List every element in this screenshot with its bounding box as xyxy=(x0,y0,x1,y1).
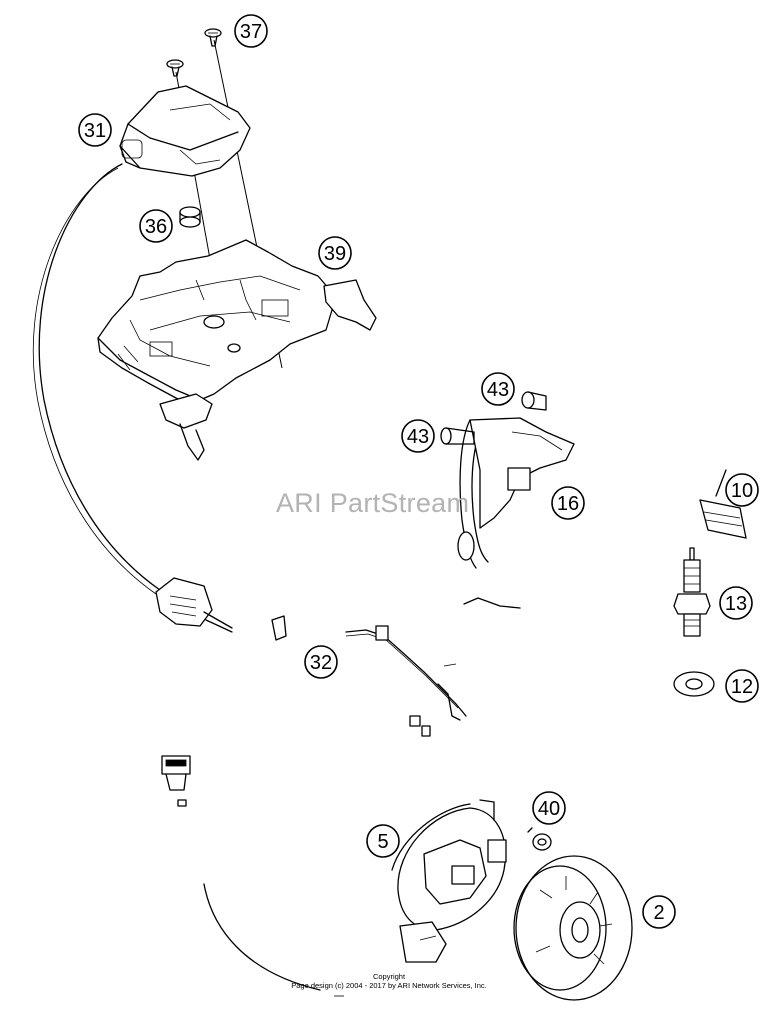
flywheel-part xyxy=(513,855,633,1001)
callout-40[interactable]: 40 xyxy=(532,791,566,825)
connector-part xyxy=(155,577,233,633)
clip-part xyxy=(271,615,287,641)
wire-part xyxy=(345,597,521,737)
callout-39[interactable]: 39 xyxy=(318,236,352,270)
svg-text:43: 43 xyxy=(407,426,429,448)
callout-5[interactable]: 5 xyxy=(366,824,400,858)
grommet-part xyxy=(179,206,201,228)
callout-43[interactable]: 43 xyxy=(401,419,435,453)
watermark: ARI PartStream xyxy=(276,488,470,518)
svg-text:39: 39 xyxy=(324,243,346,265)
callout-13[interactable]: 13 xyxy=(719,586,753,620)
mounting-plate-part xyxy=(97,239,377,461)
screw-part xyxy=(204,28,222,47)
stator-part xyxy=(203,799,507,991)
bolt-part xyxy=(521,391,547,411)
svg-text:43: 43 xyxy=(487,379,509,401)
svg-text:32: 32 xyxy=(310,652,332,674)
callout-16[interactable]: 16 xyxy=(551,486,585,520)
callout-2[interactable]: 2 xyxy=(642,895,676,929)
svg-text:31: 31 xyxy=(84,120,106,142)
bolt-part xyxy=(440,427,475,445)
spark-plug-part xyxy=(673,547,711,637)
screw-part xyxy=(166,59,184,77)
copyright-notice: Page design (c) 2004 - 2017 by ARI Netwo… xyxy=(291,981,487,990)
nut-part xyxy=(527,827,552,851)
pickup-coil-part xyxy=(457,417,575,569)
svg-text:16: 16 xyxy=(557,493,579,515)
relay-part xyxy=(161,755,191,807)
svg-text:36: 36 xyxy=(145,216,167,238)
svg-text:10: 10 xyxy=(731,480,753,502)
washer-part xyxy=(673,671,715,697)
svg-text:2: 2 xyxy=(653,902,664,924)
callout-31[interactable]: 31 xyxy=(78,113,112,147)
callout-32[interactable]: 32 xyxy=(304,645,338,679)
svg-text:12: 12 xyxy=(731,676,753,698)
copyright-title: Copyright xyxy=(372,972,406,981)
svg-text:5: 5 xyxy=(377,831,388,853)
cover-part xyxy=(119,85,251,177)
plug-cap-part xyxy=(699,469,747,539)
callout-36[interactable]: 36 xyxy=(139,209,173,243)
svg-text:40: 40 xyxy=(538,798,560,820)
callout-12[interactable]: 12 xyxy=(725,669,759,703)
callout-10[interactable]: 10 xyxy=(725,473,759,507)
callout-37[interactable]: 37 xyxy=(234,14,268,48)
wire-harness xyxy=(38,163,161,591)
svg-text:37: 37 xyxy=(240,21,262,43)
callout-43[interactable]: 43 xyxy=(481,372,515,406)
svg-text:13: 13 xyxy=(725,593,747,615)
